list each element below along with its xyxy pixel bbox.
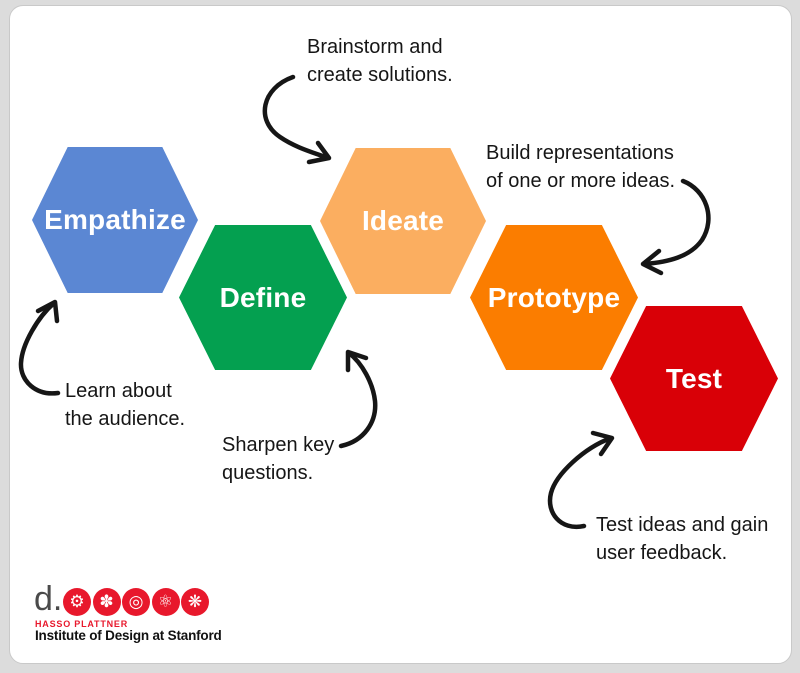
hexagon-define: Define	[179, 225, 347, 370]
hexagon-empathize-label: Empathize	[44, 204, 186, 235]
hexagon-prototype: Prototype	[470, 225, 638, 370]
annotation-learn-line2: the audience.	[65, 408, 186, 430]
hasso-plattner-label: HASSO PLATTNER	[35, 619, 129, 629]
annotation-learn-line1: Learn about	[65, 380, 172, 402]
annotation-sharpen: Sharpen key questions.	[222, 431, 334, 487]
annotation-brainstorm: Brainstorm and create solutions.	[307, 33, 453, 89]
hexagon-empathize: Empathize	[32, 147, 198, 293]
hexagon-test: Test	[610, 306, 778, 451]
annotation-testideas-line1: Test ideas and gain	[596, 514, 769, 536]
gear-icon: ⚙	[63, 588, 91, 616]
annotation-sharpen-line2: questions.	[222, 462, 314, 484]
annotation-build-line2: of one or more ideas.	[486, 170, 675, 192]
dot-cluster-icon: ✽	[92, 588, 121, 616]
hexagon-ideate: Ideate	[320, 148, 486, 294]
hexagon-prototype-label: Prototype	[487, 281, 621, 313]
annotation-brainstorm-line2: create solutions.	[307, 64, 453, 86]
annotation-learn: Learn about the audience.	[65, 377, 185, 433]
annotation-build-line1: Build representations	[486, 142, 674, 164]
dschool-icon-row: ⚙ ✽ ◎ ⚛ ❋	[63, 588, 209, 616]
annotation-testideas-line2: user feedback.	[596, 542, 728, 564]
trefoil-knot-icon: ⚛	[151, 588, 180, 616]
snowflake-icon: ❋	[181, 588, 209, 616]
dschool-d-wordmark: d.	[34, 580, 63, 618]
annotation-testideas: Test ideas and gain user feedback.	[596, 511, 768, 567]
concentric-rings-icon: ◎	[122, 588, 150, 616]
annotation-sharpen-line1: Sharpen key	[222, 434, 335, 456]
hexagon-ideate-label: Ideate	[361, 205, 445, 236]
annotation-brainstorm-line1: Brainstorm and	[307, 36, 443, 58]
hexagon-define-label: Define	[219, 281, 307, 313]
annotation-build: Build representations of one or more ide…	[486, 139, 675, 195]
institute-of-design-label: Institute of Design at Stanford	[35, 628, 222, 643]
hexagon-test-label: Test	[665, 362, 723, 394]
